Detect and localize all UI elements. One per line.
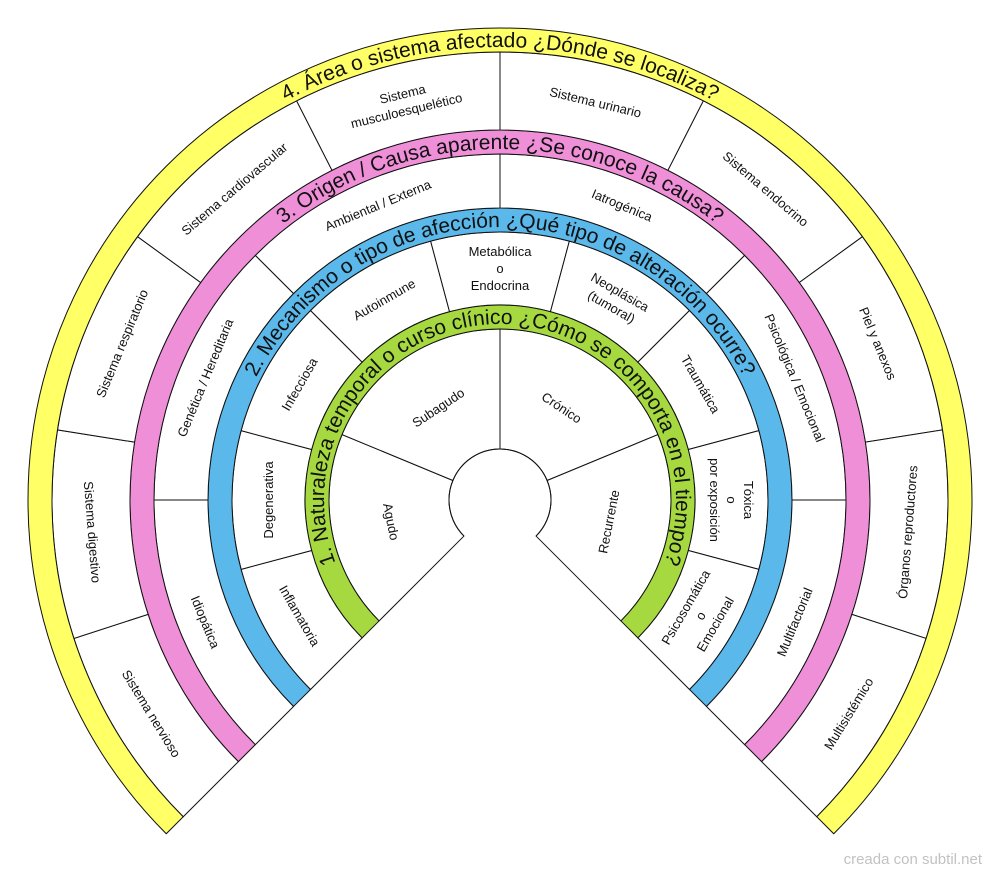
level1-segment-label: Agudo [380,502,402,542]
segment-label-line: o [724,496,739,503]
credit-text: creada con subtil.net [843,851,982,868]
level4-title-band [27,27,973,835]
segment-label-line: Degenerativa [261,461,276,539]
segment-label-line: o [496,261,503,276]
level2-segment-label: Degenerativa [261,461,276,539]
center-hub [448,448,552,537]
segment-label-line: Endocrina [471,278,530,293]
segment-label-line: Tóxica [741,481,756,520]
segment-label-line: Agudo [380,502,402,542]
segment-label-line: por exposición [707,458,722,542]
segment-label-line: Metabólica [469,244,533,259]
level2-segment-label: Tóxicaopor exposición [707,458,756,542]
